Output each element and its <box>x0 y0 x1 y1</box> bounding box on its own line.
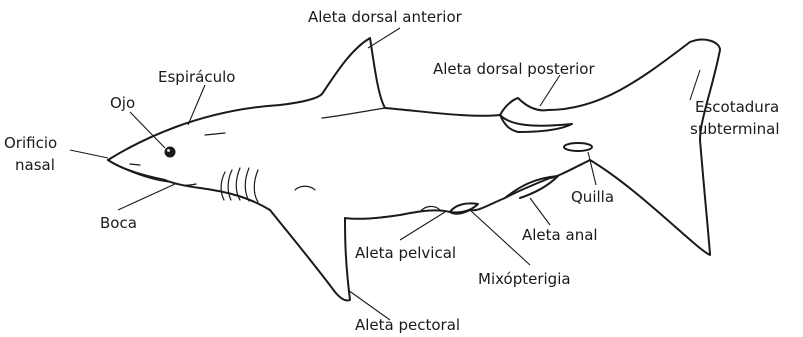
label-escotadura-2: subterminal <box>690 120 780 138</box>
spiracle <box>205 133 225 135</box>
label-espiraculo: Espiráculo <box>158 68 235 86</box>
leader-mixopterigia <box>470 210 530 265</box>
leader-quilla <box>588 152 596 185</box>
label-dorsal-anterior: Aleta dorsal anterior <box>308 8 463 26</box>
labels: Aleta dorsal anterior Aleta dorsal poste… <box>4 8 780 334</box>
leader-dorsal-posterior <box>540 75 560 106</box>
label-ojo: Ojo <box>110 94 135 112</box>
eye-highlight <box>167 149 170 152</box>
label-escotadura-1: Escotadura <box>695 98 779 116</box>
label-anal: Aleta anal <box>522 226 598 244</box>
nostril <box>130 164 140 165</box>
leader-pelvical <box>400 212 445 240</box>
eye <box>165 147 176 158</box>
leader-escotadura <box>690 70 700 100</box>
leader-orificio <box>70 150 108 158</box>
label-pelvical: Aleta pelvical <box>355 244 456 262</box>
mouth-line <box>112 163 196 185</box>
label-orificio-1: Orificio <box>4 134 57 152</box>
leader-anal <box>530 198 550 225</box>
label-pectoral: Aleta pectoral <box>355 316 460 334</box>
label-dorsal-posterior: Aleta dorsal posterior <box>433 60 595 78</box>
leader-dorsal-anterior <box>368 28 400 48</box>
label-boca: Boca <box>100 214 137 232</box>
dorsal-fin-base <box>322 108 385 118</box>
leader-boca <box>118 184 175 210</box>
second-dorsal-fin <box>500 115 572 132</box>
label-orificio-2: nasal <box>15 156 55 174</box>
body-detail <box>295 186 315 190</box>
keel <box>564 143 592 151</box>
leader-ojo <box>130 112 165 148</box>
label-mixopterigia: Mixópterigia <box>478 270 571 288</box>
label-quilla: Quilla <box>571 188 614 206</box>
